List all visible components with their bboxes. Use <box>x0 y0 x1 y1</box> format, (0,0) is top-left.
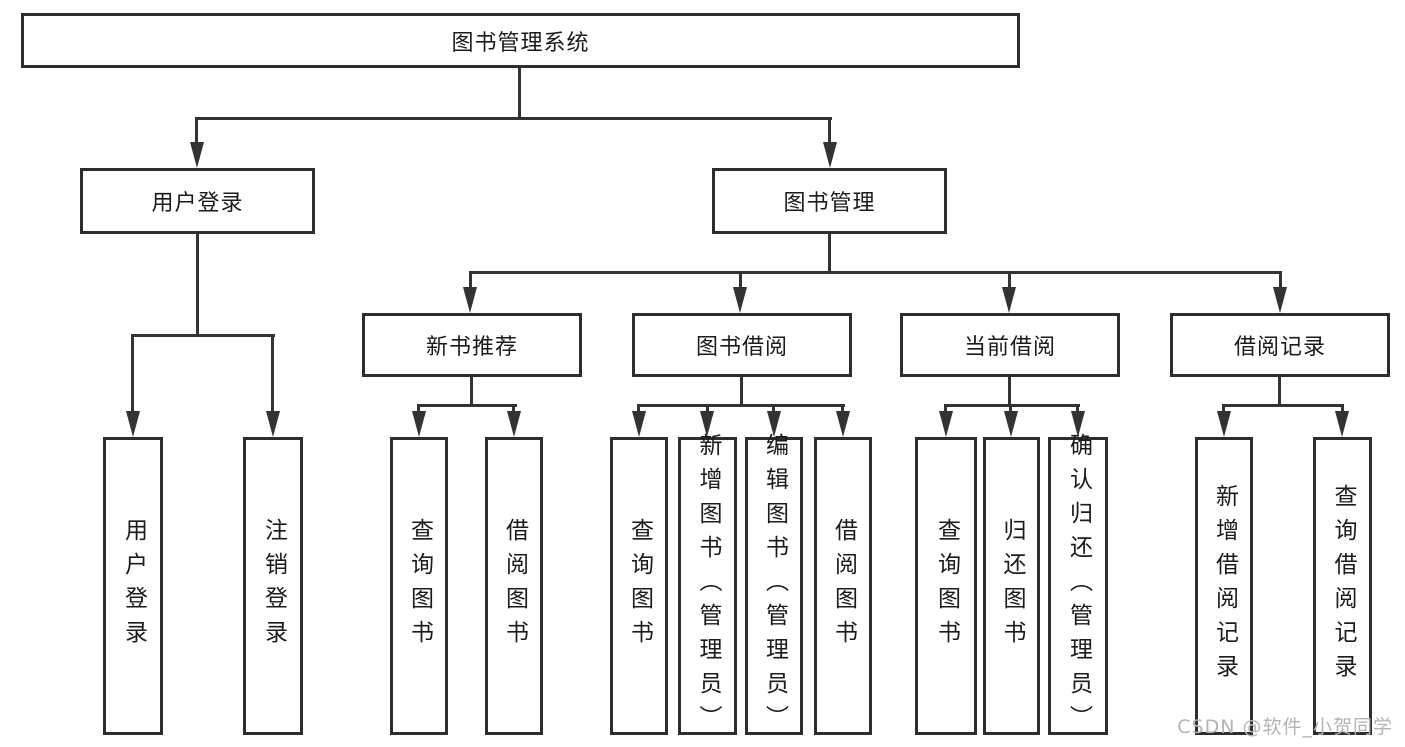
connector-newbook-stem <box>470 377 473 407</box>
leaf-user-login: 用户登录 <box>103 437 163 735</box>
connector-login-drop-right <box>271 334 274 414</box>
connector-root-drop-right <box>828 117 831 147</box>
arrow-down-icon <box>1273 287 1287 313</box>
leaf-borrowing-add-book-admin-label: 新增图书（管理员） <box>695 433 721 739</box>
leaf-records-add-record: 新增借阅记录 <box>1195 437 1253 735</box>
connector-mgmt-drop-2 <box>739 271 742 291</box>
node-user-login: 用户登录 <box>80 168 315 234</box>
arrow-down-icon <box>823 142 837 168</box>
leaf-user-login-label: 用户登录 <box>120 518 147 654</box>
node-book-management-label: 图书管理 <box>783 191 876 216</box>
connector-mgmt-stem <box>828 234 831 274</box>
node-borrow-records-label: 借阅记录 <box>1233 335 1326 360</box>
connector-mgmt-hbar <box>469 271 1282 274</box>
connector-newbook-drop-1 <box>417 404 420 414</box>
connector-borrowing-drop-3 <box>772 404 775 414</box>
leaf-newbook-borrow-books-label: 借阅图书 <box>501 518 528 654</box>
arrow-down-icon <box>767 411 781 437</box>
connector-current-drop-3 <box>1076 404 1079 414</box>
leaf-records-add-record-label: 新增借阅记录 <box>1211 484 1238 688</box>
arrow-down-icon <box>836 411 850 437</box>
connector-current-stem <box>1008 377 1011 407</box>
connector-records-drop-1 <box>1222 404 1225 414</box>
connector-mgmt-drop-1 <box>469 271 472 291</box>
connector-borrowing-stem <box>740 377 743 407</box>
connector-root-stem <box>518 66 521 120</box>
arrow-down-icon <box>1071 411 1085 437</box>
arrow-down-icon <box>1217 411 1231 437</box>
arrow-down-icon <box>700 411 714 437</box>
connector-mgmt-drop-4 <box>1279 271 1282 291</box>
leaf-current-query-books: 查询图书 <box>915 437 977 735</box>
arrow-down-icon <box>126 411 140 437</box>
leaf-borrowing-query-books: 查询图书 <box>610 437 668 735</box>
node-book-borrowing-label: 图书借阅 <box>695 335 788 360</box>
leaf-borrowing-borrow-books-label: 借阅图书 <box>830 518 857 654</box>
leaf-borrowing-add-book-admin: 新增图书（管理员） <box>678 433 737 739</box>
connector-current-hbar <box>944 404 1080 407</box>
connector-records-drop-2 <box>1341 404 1344 414</box>
connector-mgmt-drop-3 <box>1008 271 1011 291</box>
leaf-borrowing-borrow-books: 借阅图书 <box>814 437 872 735</box>
leaf-borrowing-edit-book-admin: 编辑图书（管理员） <box>745 433 803 739</box>
leaf-newbook-borrow-books: 借阅图书 <box>485 437 543 735</box>
arrow-down-icon <box>412 411 426 437</box>
connector-newbook-hbar <box>417 404 517 407</box>
leaf-current-return-books-label: 归还图书 <box>999 518 1025 654</box>
arrow-down-icon <box>632 411 646 437</box>
connector-borrowing-hbar <box>637 404 845 407</box>
arrow-down-icon <box>1335 411 1349 437</box>
leaf-newbook-query-books: 查询图书 <box>390 437 448 735</box>
leaf-current-query-books-label: 查询图书 <box>933 518 960 654</box>
leaf-records-query-record-label: 查询借阅记录 <box>1330 484 1356 688</box>
node-root: 图书管理系统 <box>21 13 1020 68</box>
arrow-down-icon <box>1002 287 1016 313</box>
leaf-newbook-query-books-label: 查询图书 <box>406 518 433 654</box>
connector-root-drop-left <box>195 117 198 147</box>
arrow-down-icon <box>733 287 747 313</box>
leaf-current-confirm-return-admin-label: 确认归还（管理员） <box>1065 433 1092 739</box>
connector-login-stem <box>196 234 199 337</box>
connector-root-hbar <box>195 117 832 120</box>
arrow-down-icon <box>266 411 280 437</box>
connector-current-drop-2 <box>1009 404 1012 414</box>
leaf-current-return-books: 归还图书 <box>983 437 1040 735</box>
node-book-borrowing: 图书借阅 <box>632 313 852 377</box>
leaf-records-query-record: 查询借阅记录 <box>1313 437 1372 735</box>
connector-newbook-drop-2 <box>512 404 515 414</box>
arrow-down-icon <box>939 411 953 437</box>
node-root-label: 图书管理系统 <box>451 30 590 56</box>
connector-current-drop-1 <box>944 404 947 414</box>
csdn-watermark: CSDN @软件_小贺同学 <box>1177 716 1393 738</box>
connector-borrowing-drop-4 <box>841 404 844 414</box>
connector-login-hbar <box>131 334 275 337</box>
connector-records-stem <box>1278 377 1281 407</box>
leaf-logout: 注销登录 <box>243 437 303 735</box>
leaf-borrowing-query-books-label: 查询图书 <box>626 518 653 654</box>
connector-records-hbar <box>1222 404 1344 407</box>
connector-borrowing-drop-1 <box>637 404 640 414</box>
node-new-book-recommend: 新书推荐 <box>362 313 582 377</box>
arrow-down-icon <box>463 287 477 313</box>
node-borrow-records: 借阅记录 <box>1170 313 1390 377</box>
node-current-borrowing: 当前借阅 <box>900 313 1120 377</box>
arrow-down-icon <box>507 411 521 437</box>
node-user-login-label: 用户登录 <box>151 191 244 216</box>
node-current-borrowing-label: 当前借阅 <box>963 335 1056 360</box>
leaf-logout-label: 注销登录 <box>260 518 287 654</box>
node-new-book-recommend-label: 新书推荐 <box>425 335 518 360</box>
leaf-borrowing-edit-book-admin-label: 编辑图书（管理员） <box>761 433 788 739</box>
connector-borrowing-drop-2 <box>706 404 709 414</box>
leaf-current-confirm-return-admin: 确认归还（管理员） <box>1048 433 1108 739</box>
arrow-down-icon <box>1004 411 1018 437</box>
connector-login-drop-left <box>131 334 134 414</box>
arrow-down-icon <box>190 142 204 168</box>
node-book-management: 图书管理 <box>712 168 947 234</box>
